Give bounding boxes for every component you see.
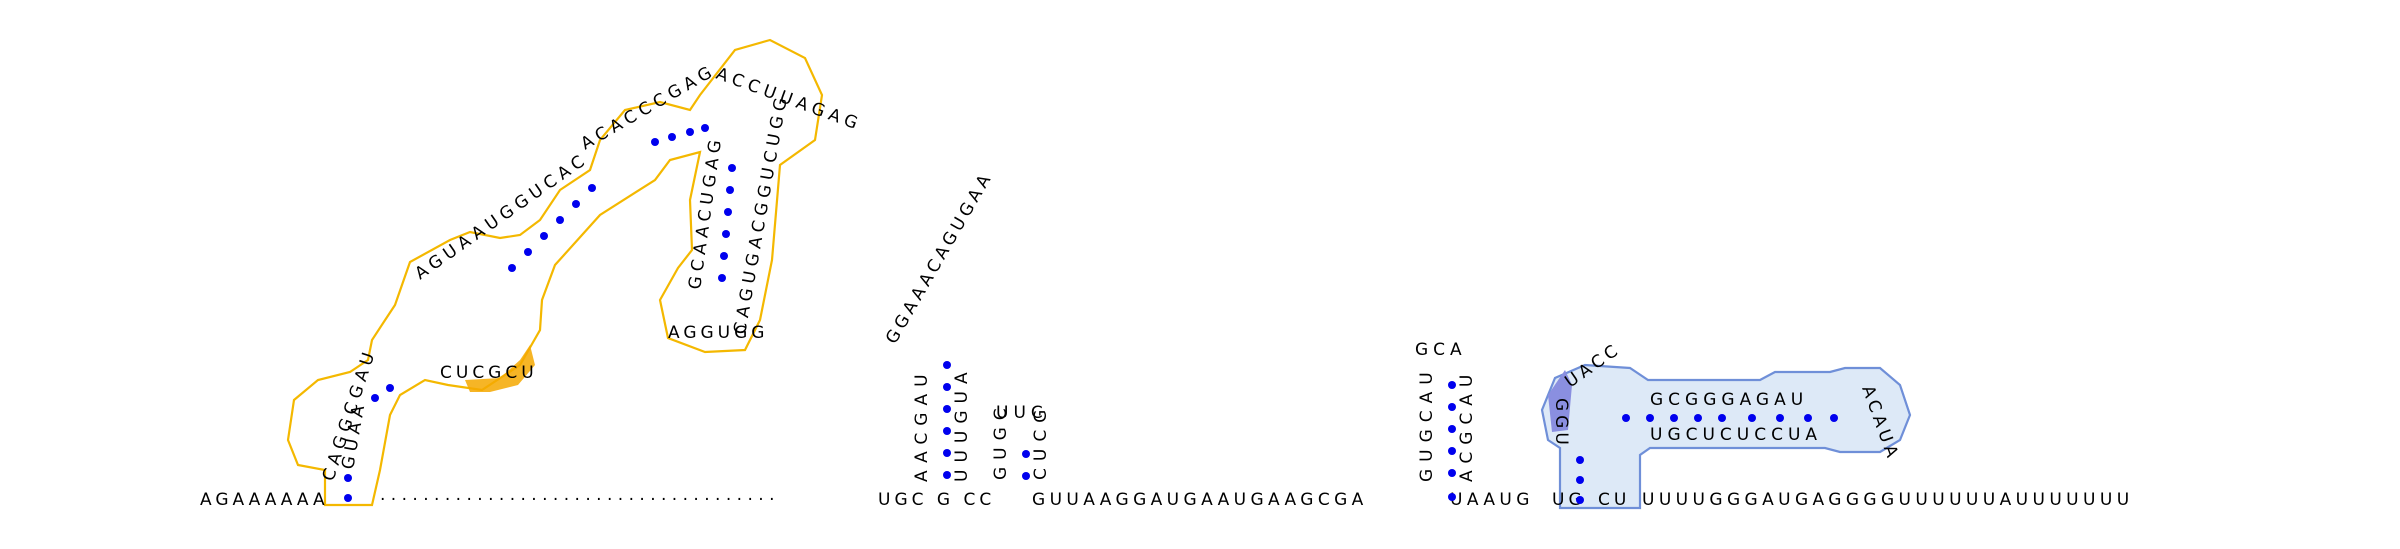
- hairpin-1: AACGAU UUUGUA GGAAACAGUGAA: [882, 168, 997, 482]
- pair-dot: [508, 264, 516, 272]
- pair-dot: [572, 200, 580, 208]
- blue-dark-patch: [1548, 370, 1572, 432]
- pk-dark-nts: GGU: [1551, 398, 1571, 449]
- pair-dot: [1694, 414, 1702, 422]
- hp2-left-strand: GUGC: [991, 401, 1011, 480]
- helix3-top-strand: ACACCCGAG: [578, 61, 720, 155]
- orange-outline: [286, 38, 824, 507]
- pk-upper-strand: GCGGGAGAU: [1650, 390, 1808, 410]
- pair-dot: [1776, 414, 1784, 422]
- pair-dot: [1448, 447, 1456, 455]
- pair-dot: [1448, 469, 1456, 477]
- hp2-apical-loop: UUC: [996, 403, 1048, 423]
- orange-highlight-region: [286, 38, 824, 507]
- blue-highlight-region: [1540, 363, 1912, 510]
- pair-dot: [686, 128, 694, 136]
- pk-lower-strand: UGCUCUCCUA: [1650, 425, 1822, 445]
- hairpin-2: GUGC CUCG UUC: [991, 401, 1051, 480]
- pair-dot: [1646, 414, 1654, 422]
- helix2-right-strand: CUCGCU: [440, 363, 538, 383]
- between-strand: GUUAAGGAUGAAUGAAGCGA: [1032, 490, 1368, 510]
- pair-dot: [728, 164, 736, 172]
- helix4-bottom-loop: AGGUGG: [668, 323, 768, 343]
- hairpin-3: GUGCAU ACGCAU GCA: [1415, 340, 1477, 501]
- pk-outer-left: UG: [1552, 490, 1586, 510]
- hp3-left-strand: GUGCAU: [1417, 365, 1437, 482]
- blue-outline: [1540, 363, 1912, 510]
- pair-dot: [724, 208, 732, 216]
- pair-dot: [588, 184, 596, 192]
- pair-dot: [651, 138, 659, 146]
- pair-dot: [943, 471, 951, 479]
- pair-dot: [386, 384, 394, 392]
- pair-dot: [668, 133, 676, 141]
- pair-dot: [344, 474, 352, 482]
- hp2-right-strand: CUCG: [1031, 403, 1051, 480]
- pair-dot: [371, 394, 379, 402]
- hp1-right-strand: UUUGUA: [952, 365, 972, 482]
- three-prime-strand: UUUUGGGAUGAGGGGUUUUUUAUUUUUUU: [1642, 490, 2134, 510]
- five-prime-strand: AGAAAAAA: [200, 490, 329, 510]
- pair-dot: [556, 216, 564, 224]
- backbone-line: AGAAAAAA · · · · · · · · · · · · · · · ·…: [200, 490, 2134, 510]
- pair-dot: [722, 230, 730, 238]
- pair-dot: [718, 274, 726, 282]
- mid-strand: UGC G CC: [878, 490, 995, 510]
- hp1-apical-loop: GGAAACAGUGAA: [882, 168, 997, 347]
- pair-dot: [1830, 414, 1838, 422]
- helix2-left-strand: AGUAAUGGUCAC: [411, 149, 592, 284]
- pair-dot: [1576, 456, 1584, 464]
- hp3-apical-loop: GCA: [1415, 340, 1467, 360]
- pair-dot: [943, 383, 951, 391]
- pair-dot: [1448, 403, 1456, 411]
- hp1-left-strand: AACGAU: [912, 367, 932, 482]
- pair-dot: [1448, 425, 1456, 433]
- pair-dot: [1748, 414, 1756, 422]
- helix-1: CAGGCGAU GUAA: [319, 345, 394, 502]
- pair-dot: [1622, 414, 1630, 422]
- pair-dot: [344, 494, 352, 502]
- pair-dot: [1022, 450, 1030, 458]
- pair-dot: [1576, 476, 1584, 484]
- pk-outer-right: CU: [1598, 490, 1630, 510]
- pair-dot: [1804, 414, 1812, 422]
- pair-dot: [1448, 381, 1456, 389]
- pair-dot: [701, 124, 709, 132]
- pair-dot: [540, 232, 548, 240]
- pair-dot: [1022, 472, 1030, 480]
- linker-dots: · · · · · · · · · · · · · · · · · · · · …: [380, 490, 774, 510]
- helix-4: GCAACUGAG CAGUGACGGUCUGG AGGUGG: [668, 91, 792, 343]
- pair-dot: [726, 186, 734, 194]
- hp3-right-strand: ACGCAU: [1457, 368, 1477, 482]
- pair-dot: [943, 405, 951, 413]
- orange-filled-patch: [465, 345, 535, 392]
- helix4-right-strand: CAGUGACGGUCUGG: [730, 91, 792, 335]
- pair-dot: [1718, 414, 1726, 422]
- pair-dot: [943, 449, 951, 457]
- pair-dot: [1448, 493, 1456, 501]
- pair-dot: [720, 252, 728, 260]
- pair-dot: [943, 361, 951, 369]
- pair-dot: [1576, 496, 1584, 504]
- pair-dot: [524, 248, 532, 256]
- post-hp3-strand: UAAUG: [1450, 490, 1534, 510]
- pair-dot: [943, 427, 951, 435]
- pair-dot: [1670, 414, 1678, 422]
